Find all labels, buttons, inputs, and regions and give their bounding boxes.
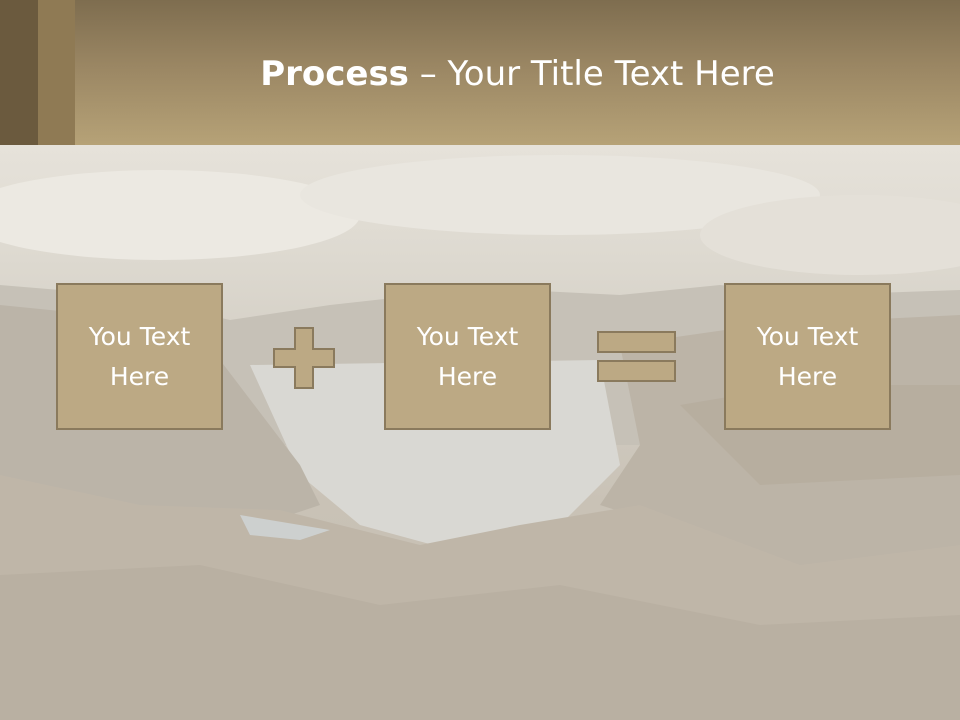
header-band: Process – Your Title Text Here: [0, 0, 960, 145]
equals-icon: [597, 331, 676, 382]
title-bold: Process: [260, 54, 409, 94]
slide-title: Process – Your Title Text Here: [75, 52, 960, 96]
header-stripe-medium: [38, 0, 75, 145]
process-box-3[interactable]: You Text Here: [724, 283, 891, 430]
process-box-3-text: You Text Here: [756, 321, 859, 391]
process-box-2[interactable]: You Text Here: [384, 283, 551, 430]
process-box-2-text: You Text Here: [416, 321, 519, 391]
process-box-1-text: You Text Here: [88, 321, 191, 391]
plus-icon: [273, 327, 335, 389]
process-box-1[interactable]: You Text Here: [56, 283, 223, 430]
title-rest: – Your Title Text Here: [408, 54, 775, 94]
header-stripe-dark: [0, 0, 38, 145]
background-photo: [0, 145, 960, 720]
